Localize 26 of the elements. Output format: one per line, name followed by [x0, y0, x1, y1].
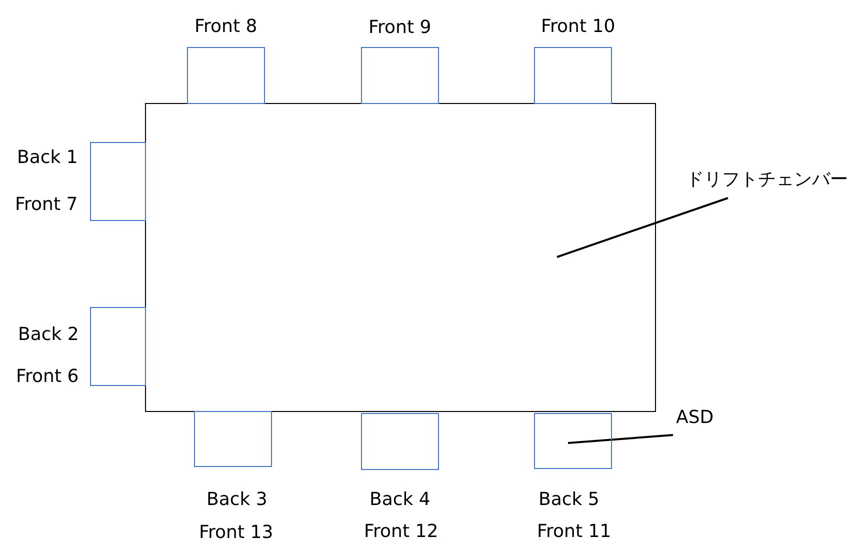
module-label: Front 13 [199, 522, 274, 544]
module-label: Back 4 [370, 489, 430, 511]
module-label: Back 5 [538, 489, 600, 511]
callout-text: ASD [676, 407, 714, 429]
module-box [90, 142, 146, 221]
module-box [90, 307, 146, 386]
module-label: Back 3 [206, 489, 268, 511]
chamber-box [145, 103, 656, 412]
module-box [187, 47, 265, 104]
module-label: Front 10 [541, 16, 616, 38]
leader-line [556, 197, 728, 258]
module-label: Front 8 [194, 16, 258, 38]
module-box [534, 47, 612, 104]
module-label: Front 6 [16, 366, 79, 388]
module-label: Front 9 [368, 17, 432, 39]
module-label: Front 11 [537, 521, 612, 543]
module-label: Front 7 [15, 194, 78, 216]
leader-line [568, 434, 674, 444]
module-label: Back 1 [17, 147, 78, 169]
module-box [361, 413, 439, 470]
module-box [361, 47, 439, 104]
module-label: Front 12 [364, 521, 438, 543]
callout-text: ドリフトチェンバー [686, 169, 848, 191]
module-label: Back 2 [18, 324, 79, 346]
module-box [194, 411, 272, 467]
module-box [534, 413, 612, 469]
